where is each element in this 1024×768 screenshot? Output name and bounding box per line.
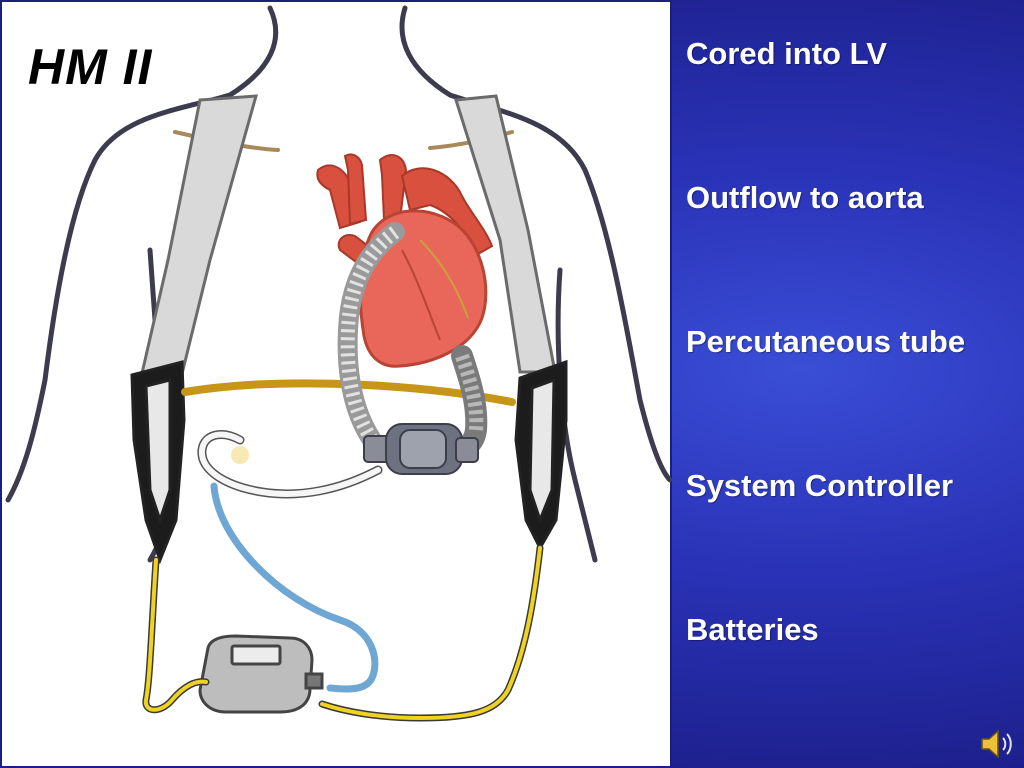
illustration-panel: HM II [5,5,672,722]
battery-holsters [130,359,568,565]
pump [363,423,479,475]
bullet-percutaneous-tube: Percutaneous tube [686,324,966,359]
bullet-batteries: Batteries [686,612,819,647]
bullet-outflow-to-aorta: Outflow to aorta [686,180,924,215]
great-vessels [316,153,494,264]
battery-cables [142,544,544,722]
outflow-graft-ribs [340,226,400,444]
skin-exit-site [231,446,249,464]
shoulder-straps [138,94,557,384]
lvad-illustration [5,5,672,722]
bullet-system-controller: System Controller [686,468,954,503]
speaker-icon[interactable] [976,726,1018,762]
system-controller [198,634,324,714]
slide-title: HM II [28,39,153,95]
bullet-cored-into-lv: Cored into LV [686,36,887,71]
bullet-list: Cored into LV Outflow to aorta Percutane… [686,0,1016,768]
driveline-blue [210,482,379,693]
